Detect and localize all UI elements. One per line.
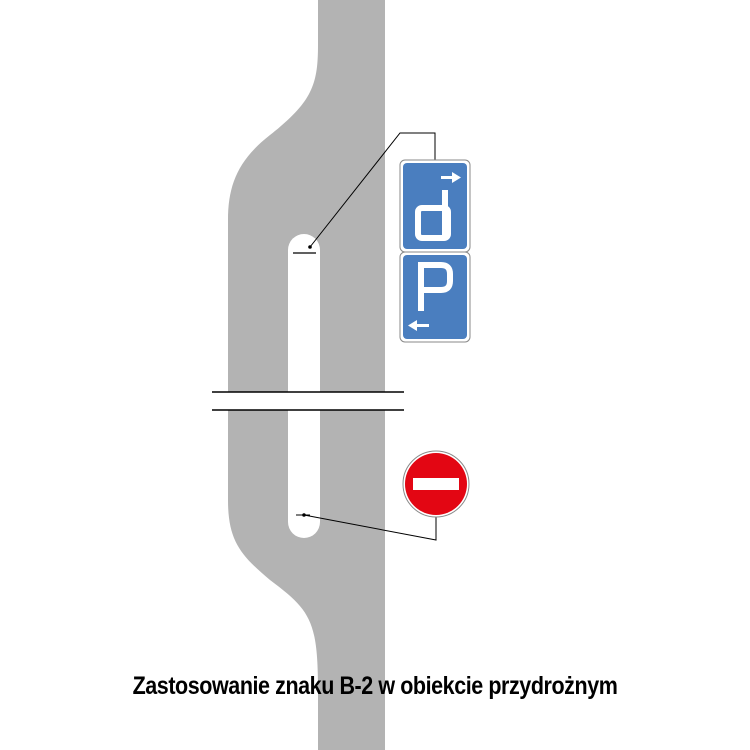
no-entry-bar — [413, 478, 459, 490]
right-arrow-icon — [441, 172, 461, 183]
diagram-caption: Zastosowanie znaku B-2 w obiekcie przydr… — [132, 672, 618, 700]
leader-line-top — [309, 132, 436, 248]
p-sign — [399, 251, 471, 343]
traffic-island — [288, 234, 320, 538]
b2-no-entry-sign — [402, 450, 470, 518]
leader-line-bottom — [303, 514, 437, 541]
d-symbol — [415, 190, 451, 241]
p-symbol — [418, 262, 453, 311]
cross-road-gap — [212, 392, 404, 410]
d-sign — [399, 159, 471, 253]
left-arrow-icon — [408, 320, 429, 331]
